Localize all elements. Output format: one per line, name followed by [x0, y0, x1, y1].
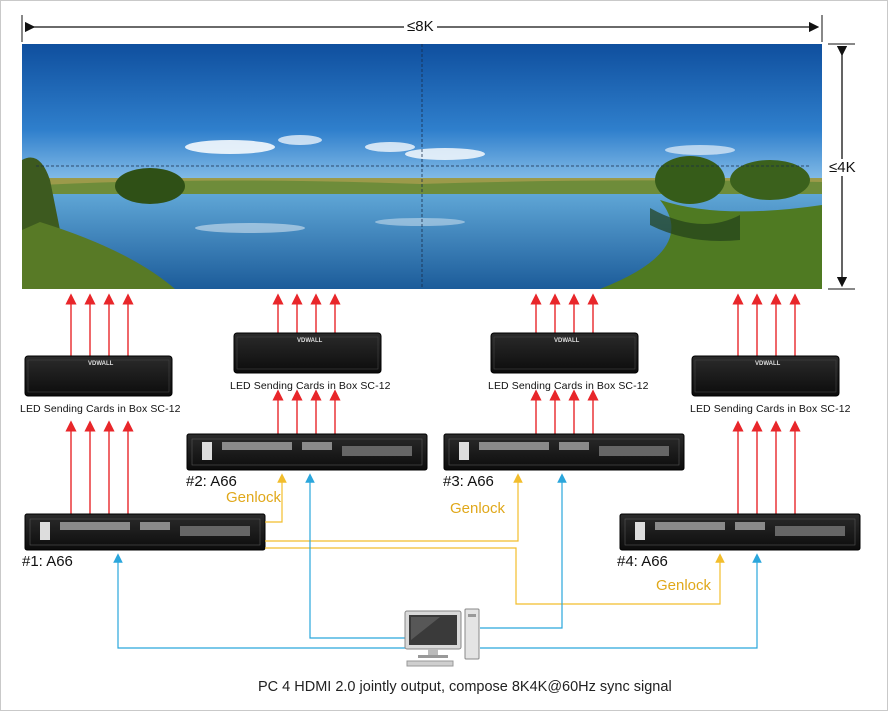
processor-label-3: #3: A66	[443, 473, 494, 490]
width-label: ≤8K	[404, 18, 437, 35]
processor-label-4: #4: A66	[617, 553, 668, 570]
genlock-lines	[265, 473, 725, 605]
video-output-arrows	[65, 293, 801, 514]
box-brand-2: VDWALL	[297, 338, 323, 344]
processor-1	[24, 513, 266, 551]
sending-box-3	[490, 332, 639, 374]
processor-4	[619, 513, 861, 551]
sending-box-2	[233, 332, 382, 374]
genlock-label-3: Genlock	[450, 500, 506, 517]
sending-box-label-1: LED Sending Cards in Box SC-12	[20, 403, 181, 415]
sending-box-label-2: LED Sending Cards in Box SC-12	[230, 380, 391, 392]
processor-label-2: #2: A66	[186, 473, 237, 490]
processor-2	[186, 433, 428, 471]
sending-box-label-4: LED Sending Cards in Box SC-12	[690, 403, 851, 415]
processor-label-1: #1: A66	[22, 553, 73, 570]
box-brand-4: VDWALL	[755, 361, 781, 367]
diagram-caption: PC 4 HDMI 2.0 jointly output, compose 8K…	[258, 679, 672, 695]
box-brand-1: VDWALL	[88, 361, 114, 367]
hdmi-lines	[113, 473, 762, 649]
sending-box-4	[691, 355, 840, 397]
genlock-label-2: Genlock	[226, 489, 282, 506]
sending-box-1	[24, 355, 173, 397]
height-label: ≤4K	[826, 159, 859, 176]
pc-computer-icon	[404, 608, 480, 667]
sending-box-label-3: LED Sending Cards in Box SC-12	[488, 380, 649, 392]
genlock-label-4: Genlock	[656, 577, 712, 594]
processor-3	[443, 433, 685, 471]
led-wall-image	[22, 44, 822, 289]
box-brand-3: VDWALL	[554, 338, 580, 344]
